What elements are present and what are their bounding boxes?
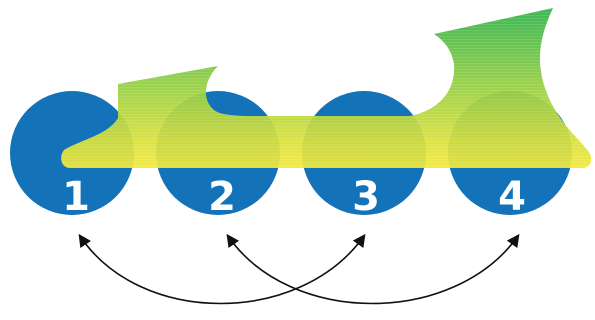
wheel-label-3: 3 [352,174,380,220]
arrow-1-to-3 [78,233,366,305]
wheel-label-4: 4 [498,174,526,220]
arrow-2-to-4 [226,233,520,305]
rotation-arrows [78,233,520,305]
wheel-label-2: 2 [208,174,236,220]
wheel-label-1: 1 [62,174,90,220]
wheel-labels: 1 2 3 4 [62,174,526,220]
boot-frame-stripes [61,8,592,168]
skate-boot [61,8,592,168]
